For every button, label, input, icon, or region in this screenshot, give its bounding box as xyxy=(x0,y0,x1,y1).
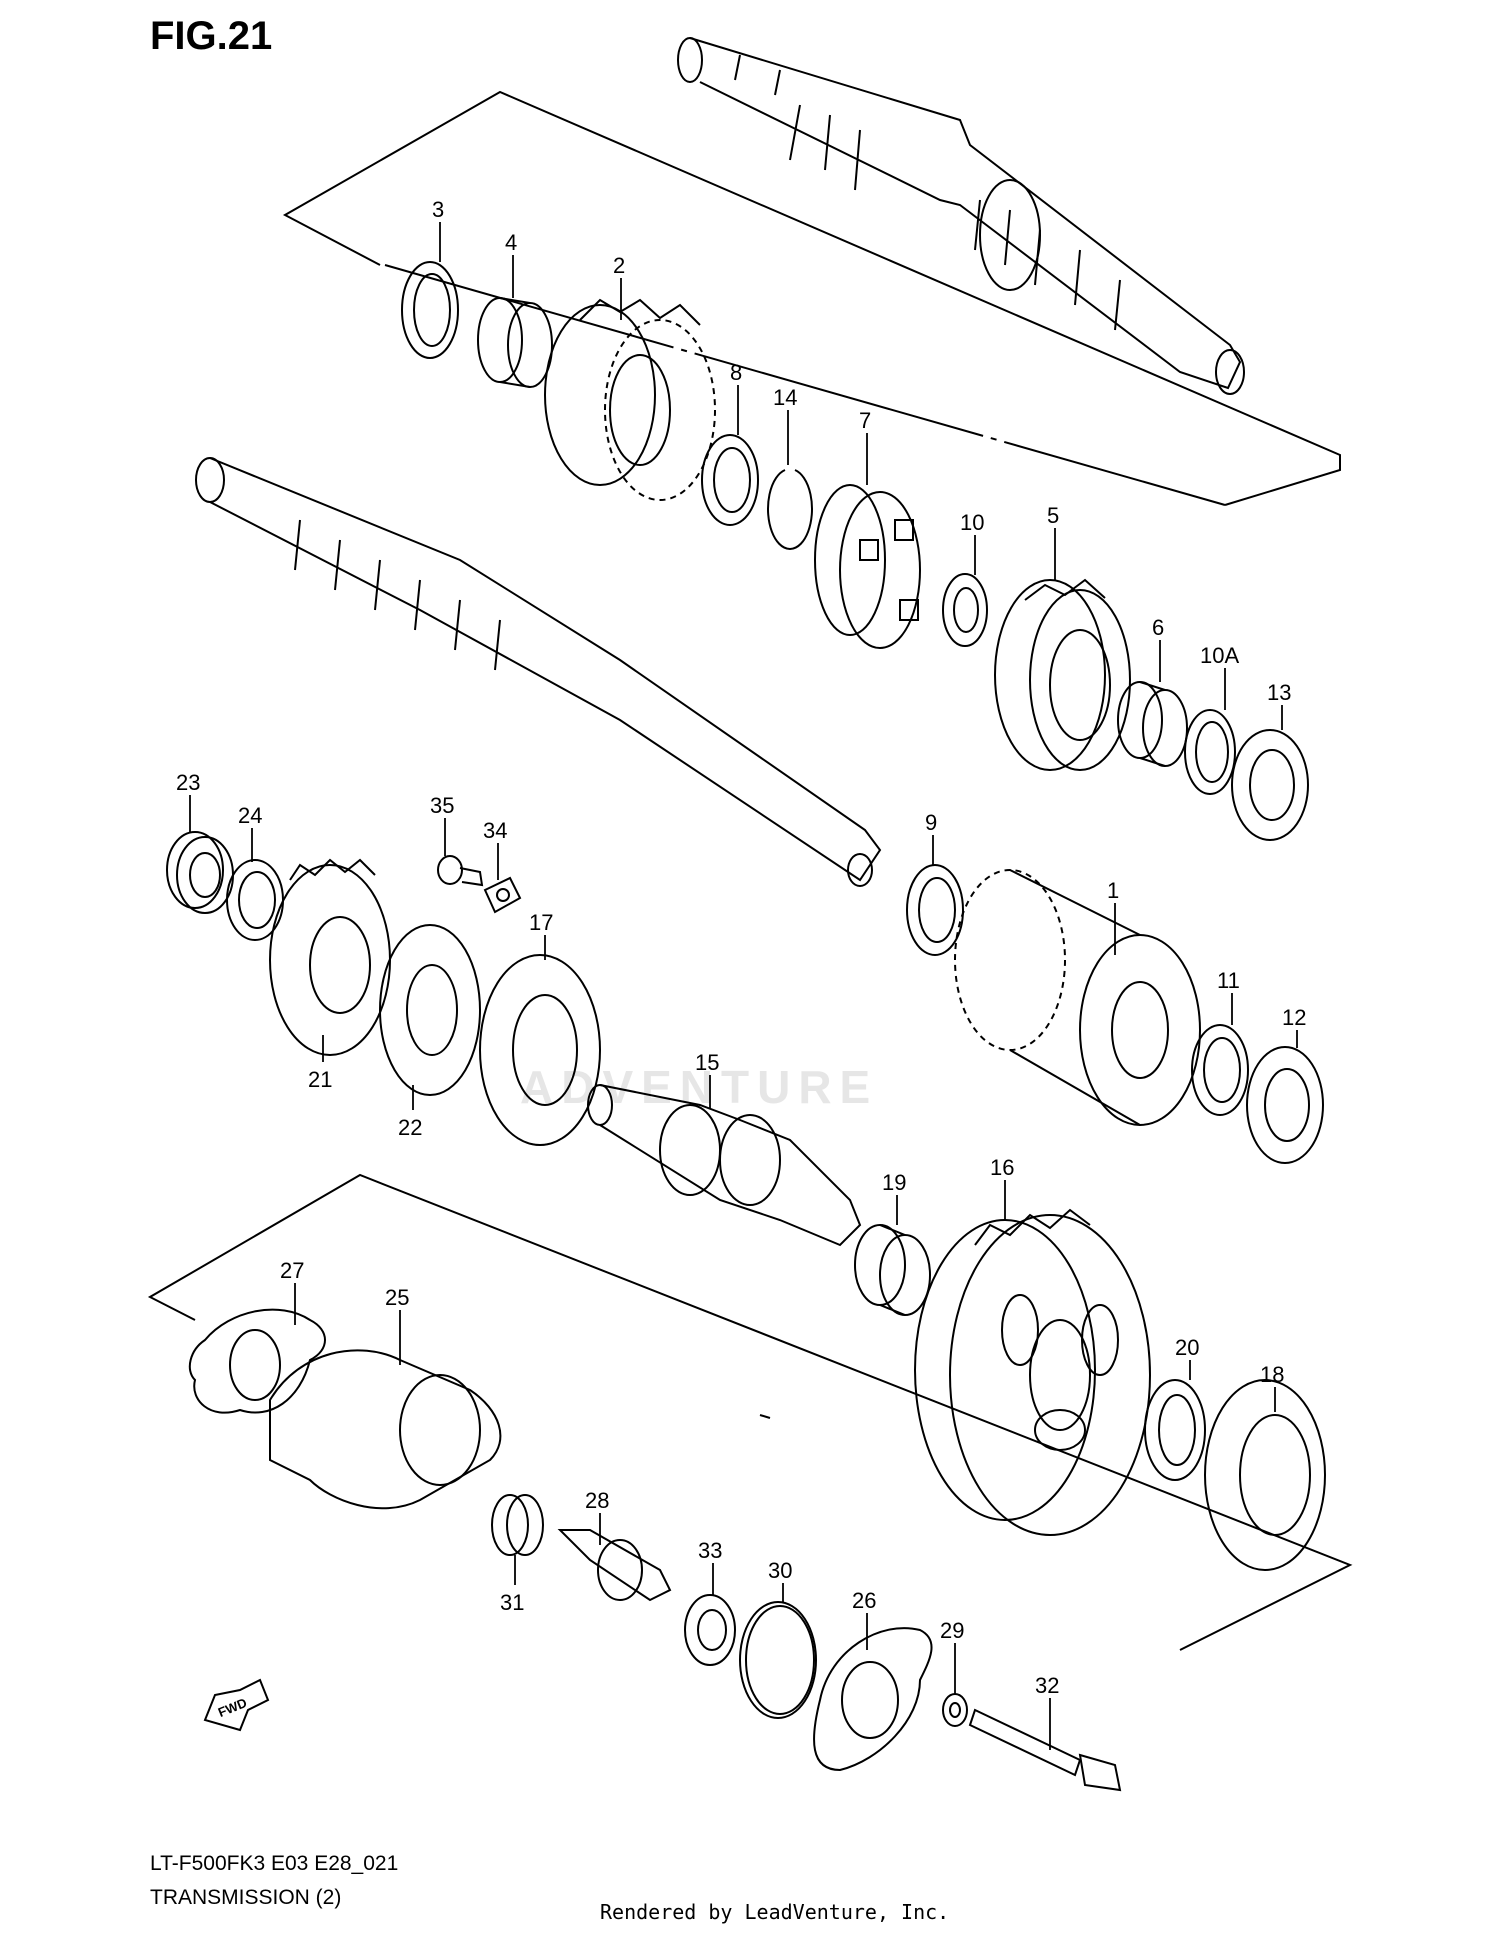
figure-title: FIG.21 xyxy=(150,14,273,58)
part-5-gear xyxy=(994,578,1131,771)
callout-5: 5 xyxy=(1047,503,1059,528)
callout-15: 15 xyxy=(695,1050,719,1075)
part-22-washer xyxy=(379,924,481,1096)
part-10a-washer xyxy=(1184,709,1236,795)
part-21-gear xyxy=(269,858,391,1056)
callout-20: 20 xyxy=(1175,1335,1199,1360)
part-31-oil-seal xyxy=(491,1494,544,1556)
footer-model-code: LT-F500FK3 E03 E28_021 xyxy=(150,1852,399,1875)
part-17-bearing xyxy=(479,954,601,1146)
callout-10: 10 xyxy=(960,510,984,535)
callout-30: 30 xyxy=(768,1558,792,1583)
part-23-oil-seal xyxy=(166,831,234,914)
part-8-washer xyxy=(701,434,759,526)
part-14-circlip xyxy=(767,469,813,550)
leader-lines xyxy=(189,222,1298,1750)
counter-shaft-centerline xyxy=(384,264,1226,506)
fwd-label: FWD xyxy=(216,1695,249,1720)
part-25-housing xyxy=(269,1349,502,1510)
callout-32: 32 xyxy=(1035,1673,1059,1698)
callout-33: 33 xyxy=(698,1538,722,1563)
drive-shaft xyxy=(195,457,882,887)
part-30-o-ring xyxy=(739,1601,817,1719)
part-28-pinion xyxy=(557,1529,672,1602)
callout-17: 17 xyxy=(529,910,553,935)
part-11-washer xyxy=(1191,1024,1249,1116)
callout-18: 18 xyxy=(1260,1362,1284,1387)
callout-23: 23 xyxy=(176,770,200,795)
callout-9: 9 xyxy=(925,810,937,835)
callout-11: 11 xyxy=(1217,968,1240,993)
part-35-bolt xyxy=(437,855,484,887)
part-29-washer xyxy=(942,1693,968,1727)
part-15-shaft xyxy=(587,1084,862,1247)
part-24-washer xyxy=(226,859,284,941)
callout-8: 8 xyxy=(730,360,742,385)
callout-3: 3 xyxy=(432,197,444,222)
callout-26: 26 xyxy=(852,1588,876,1613)
part-4-bushing xyxy=(477,297,553,388)
part-27-gasket xyxy=(188,1308,326,1414)
callout-34: 34 xyxy=(483,818,507,843)
callout-7: 7 xyxy=(859,408,871,433)
callout-27: 27 xyxy=(280,1258,304,1283)
callout-28: 28 xyxy=(585,1488,609,1513)
callout-6: 6 xyxy=(1152,615,1164,640)
part-19-bushing xyxy=(854,1224,931,1316)
bottom-group-outline xyxy=(147,1173,1353,1651)
callout-16: 16 xyxy=(990,1155,1014,1180)
part-9-washer xyxy=(906,864,964,956)
callout-13: 13 xyxy=(1267,680,1291,705)
fwd-arrow-icon xyxy=(203,1678,270,1732)
part-13-bearing xyxy=(1231,729,1309,841)
part-12-bearing xyxy=(1246,1046,1324,1164)
counter-shaft-outline xyxy=(282,90,1341,506)
part-16-gear xyxy=(914,1208,1151,1536)
callout-labels: 3 4 2 8 14 7 10 5 6 10A 13 23 24 35 34 1… xyxy=(176,197,1306,1720)
part-3-washer xyxy=(401,261,459,359)
counter-shaft xyxy=(677,37,1245,395)
callout-31: 31 xyxy=(500,1590,524,1615)
part-33-bearing xyxy=(684,1594,736,1666)
callout-25: 25 xyxy=(385,1285,409,1310)
callout-22: 22 xyxy=(398,1115,422,1140)
callout-2: 2 xyxy=(613,253,625,278)
callout-10a: 10A xyxy=(1200,643,1239,668)
part-10-washer xyxy=(942,573,988,647)
part-7-sleeve xyxy=(814,484,921,649)
part-20-washer xyxy=(1144,1379,1206,1481)
part-2-gear xyxy=(544,298,716,501)
callout-21: 21 xyxy=(308,1067,332,1092)
footer-credit: Rendered by LeadVenture, Inc. xyxy=(600,1900,950,1924)
bottom-group-centerline xyxy=(759,1414,771,1419)
part-18-bearing xyxy=(1204,1379,1326,1571)
part-34-washer xyxy=(483,876,522,914)
part-1-gear xyxy=(954,869,1201,1126)
callout-14: 14 xyxy=(773,385,797,410)
callout-4: 4 xyxy=(505,230,517,255)
part-26-cover xyxy=(813,1627,933,1772)
callout-35: 35 xyxy=(430,793,454,818)
part-6-bushing xyxy=(1117,681,1188,767)
callout-24: 24 xyxy=(238,803,262,828)
footer-section-title: TRANSMISSION (2) xyxy=(150,1886,342,1909)
callout-19: 19 xyxy=(882,1170,906,1195)
callout-1: 1 xyxy=(1107,878,1119,903)
callout-12: 12 xyxy=(1282,1005,1306,1030)
part-32-bolt xyxy=(968,1708,1122,1792)
callout-29: 29 xyxy=(940,1618,964,1643)
